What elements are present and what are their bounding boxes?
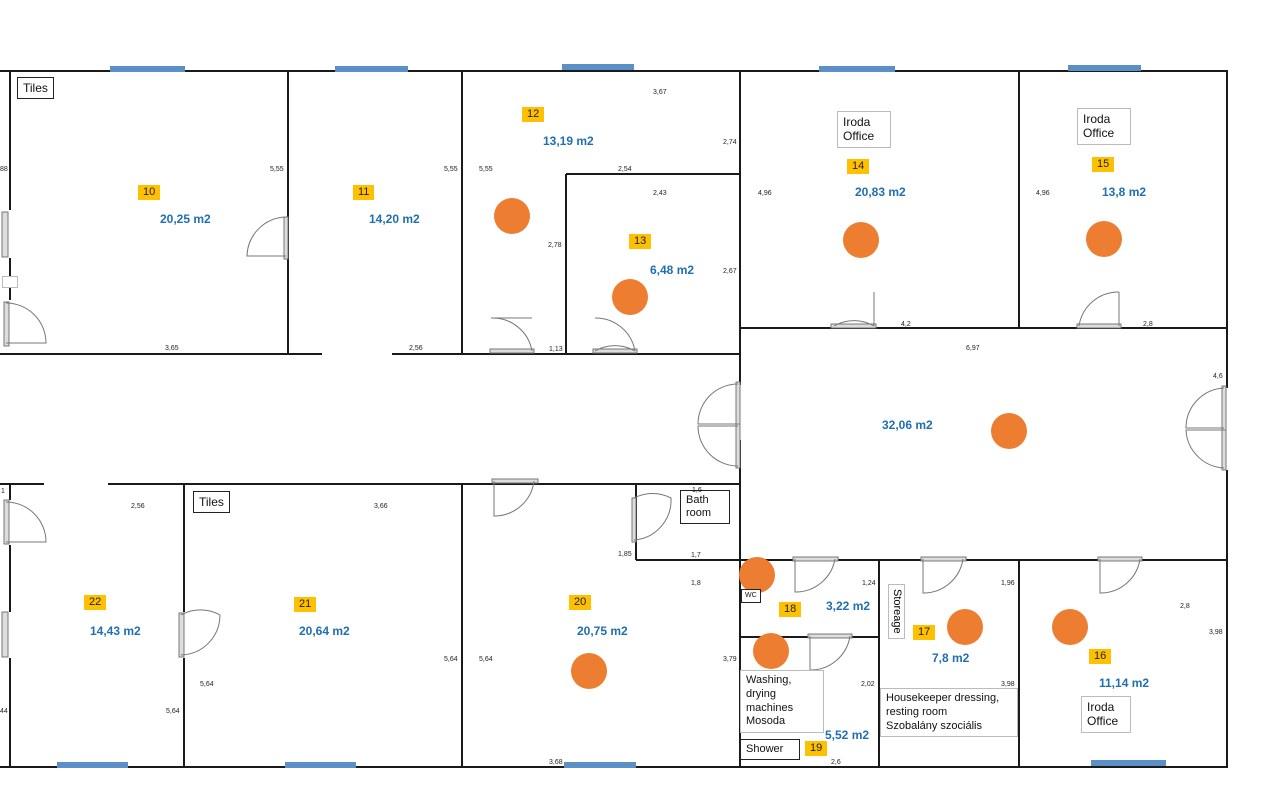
dimension-label: 4,2 xyxy=(901,321,911,328)
office-label-14-line1: Iroda xyxy=(843,115,871,129)
dimension-label: 5,55 xyxy=(270,166,284,173)
doors xyxy=(1,211,1227,671)
office-label-16-line2: Office xyxy=(1087,714,1119,729)
tiles-label: Tiles xyxy=(17,77,54,100)
wc-label: WC xyxy=(741,589,761,604)
dimension-label: 3,98 xyxy=(1209,629,1223,636)
washing-label-line2: drying xyxy=(746,687,776,700)
dimension-label: 3,65 xyxy=(165,345,179,352)
dimension-label: 1,85 xyxy=(618,551,632,558)
office-label-15-line2: Office xyxy=(1083,126,1115,141)
office-label-16: Iroda Office xyxy=(1081,696,1131,733)
dimension-label: 4,96 xyxy=(758,190,772,197)
dimension-label: 2,02 xyxy=(861,681,875,688)
room-number-22: 22 xyxy=(84,595,107,610)
washing-label-line1: Washing, xyxy=(746,674,792,686)
dimension-label: 88 xyxy=(0,166,8,173)
dimension-label: 4,96 xyxy=(1036,190,1050,197)
room-number-12: 12 xyxy=(522,107,545,122)
housekeeper-label-line1: Housekeeper dressing, xyxy=(886,692,1000,704)
dimension-label: 5,64 xyxy=(200,681,214,688)
dimension-label: 3,98 xyxy=(1001,681,1015,688)
tiles-label-2: Tiles xyxy=(193,491,230,514)
dimension-label: 3,68 xyxy=(549,759,563,766)
office-label-14: Iroda Office xyxy=(837,111,891,148)
dimension-label: 1 xyxy=(1,488,5,495)
housekeeper-label-line2: resting room xyxy=(886,705,948,718)
room-number-21: 21 xyxy=(294,597,317,612)
dimension-label: 2,67 xyxy=(723,268,737,275)
room-number-16: 16 xyxy=(1089,649,1112,664)
room-number-13: 13 xyxy=(629,234,652,249)
bathroom-label: Bath room xyxy=(680,490,730,525)
room-area-13: 6,48 m2 xyxy=(650,263,695,277)
dimension-label: 4,6 xyxy=(1213,373,1223,380)
wall-tag xyxy=(2,276,18,288)
room-area-14: 20,83 m2 xyxy=(855,185,906,199)
room-area-15: 13,8 m2 xyxy=(1102,185,1147,199)
room-number-20: 20 xyxy=(569,595,592,610)
room-number-17: 17 xyxy=(913,625,936,640)
dimension-label: 2,6 xyxy=(831,759,841,766)
dimension-label: 2,78 xyxy=(548,242,562,249)
washing-label-line4: Mosoda xyxy=(746,715,786,728)
room-number-14: 14 xyxy=(847,159,870,174)
room-area-19: 5,52 m2 xyxy=(825,728,870,742)
bathroom-label-line2: room xyxy=(686,507,712,520)
dimension-label: 2,56 xyxy=(409,345,423,352)
dimension-label: 5,55 xyxy=(444,166,458,173)
washing-label-line3: machines xyxy=(746,701,794,714)
corridor-area: 32,06 m2 xyxy=(882,418,933,432)
dimension-label: 6,97 xyxy=(966,345,980,352)
shower-label: Shower xyxy=(740,739,800,761)
dimension-label: 3,79 xyxy=(723,656,737,663)
room-number-18: 18 xyxy=(779,602,802,617)
room-number-19: 19 xyxy=(805,741,828,756)
washing-label: Washing, drying machines Mosoda xyxy=(740,670,824,733)
room-number-15: 15 xyxy=(1092,157,1115,172)
dimension-label: 1,6 xyxy=(692,487,702,494)
dimension-label: 2,43 xyxy=(653,190,667,197)
dimension-label: 1,24 xyxy=(862,580,876,587)
room-area-17: 7,8 m2 xyxy=(932,651,970,665)
walls xyxy=(0,70,1228,768)
office-label-14-line2: Office xyxy=(843,129,875,144)
dimension-label: 5,55 xyxy=(479,166,493,173)
dimension-label: 5,64 xyxy=(479,656,493,663)
room-area-20: 20,75 m2 xyxy=(577,624,628,638)
office-label-15: Iroda Office xyxy=(1077,108,1131,145)
room-area-11: 14,20 m2 xyxy=(369,212,420,226)
dimension-label: 5,64 xyxy=(444,656,458,663)
room-area-18: 3,22 m2 xyxy=(826,599,871,613)
room-area-16: 11,14 m2 xyxy=(1099,676,1150,690)
room-area-22: 14,43 m2 xyxy=(90,624,141,638)
dimension-label: 5,64 xyxy=(166,708,180,715)
office-label-15-line1: Iroda xyxy=(1083,112,1111,126)
room-area-12: 13,19 m2 xyxy=(543,134,594,148)
room-area-21: 20,64 m2 xyxy=(299,624,350,638)
storage-label: Storeage xyxy=(888,584,905,639)
dimension-label: 1,13 xyxy=(549,346,563,353)
room-number-11: 11 xyxy=(353,185,375,200)
housekeeper-label: Housekeeper dressing, resting room Szoba… xyxy=(880,688,1018,738)
room-area-10: 20,25 m2 xyxy=(160,212,211,226)
ceiling-lights xyxy=(494,198,1122,689)
dimension-label: 2,8 xyxy=(1180,603,1190,610)
housekeeper-label-line3: Szobalány szociális xyxy=(886,719,982,732)
dimension-label: 3,66 xyxy=(374,503,388,510)
dimension-label: 2,8 xyxy=(1143,321,1153,328)
dimension-label: 2,74 xyxy=(723,139,737,146)
dimension-label: 1,96 xyxy=(1001,580,1015,587)
dimension-label: 3,67 xyxy=(653,89,667,96)
windows xyxy=(57,64,1166,768)
dimension-label: 44 xyxy=(0,708,8,715)
dimension-label: 2,56 xyxy=(131,503,145,510)
dimension-label: 1,8 xyxy=(691,580,701,587)
dimension-label: 1,7 xyxy=(691,552,701,559)
dimension-label: 2,54 xyxy=(618,166,632,173)
bathroom-label-line1: Bath xyxy=(686,494,709,506)
room-number-10: 10 xyxy=(138,185,161,200)
office-label-16-line1: Iroda xyxy=(1087,700,1115,714)
